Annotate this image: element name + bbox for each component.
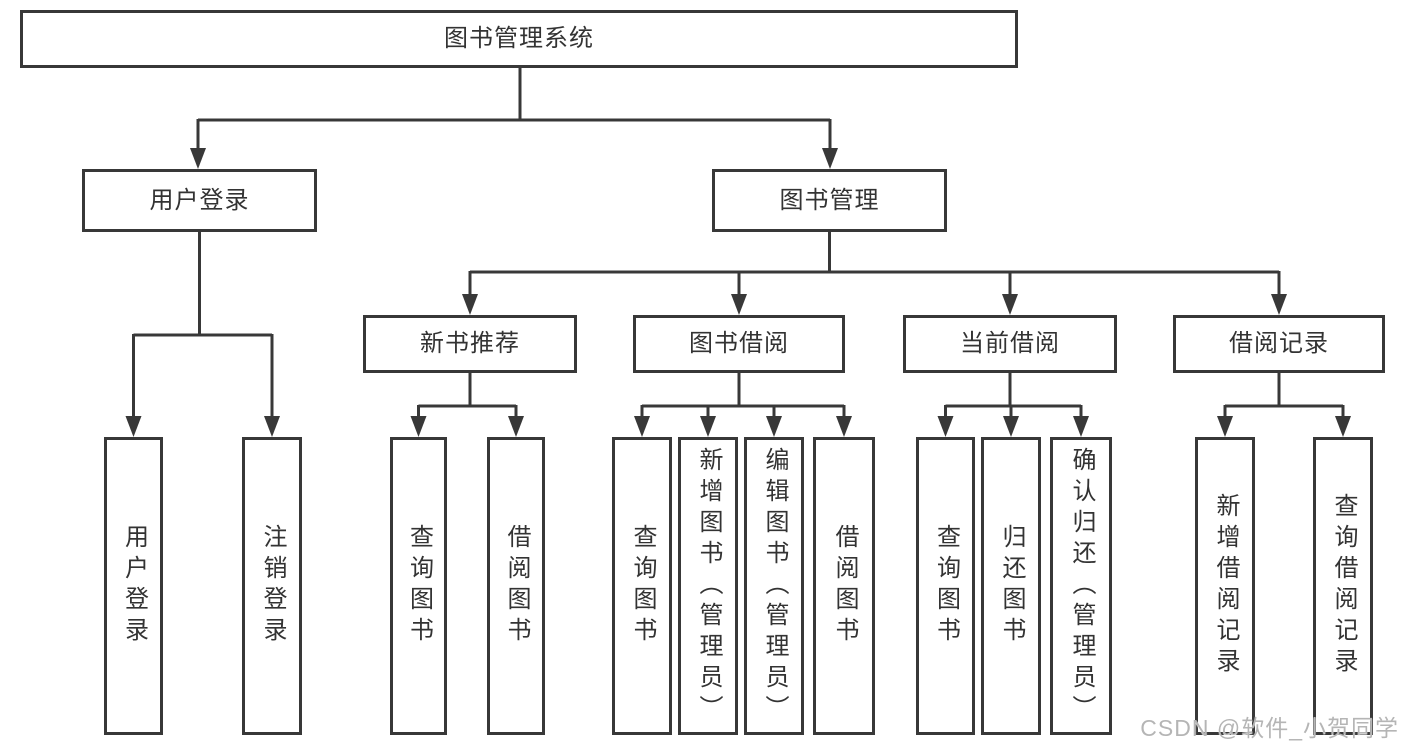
leaf-confirm-return-admin: 确认归还（管理员）: [1050, 437, 1112, 735]
connector-borrow-record-to-leaves: [1223, 373, 1345, 420]
leaf-edit-books-admin: 编辑图书（管理员）: [744, 437, 804, 735]
connector-book-borrow-to-leaves: [640, 373, 846, 420]
leaf-borrow-books-new-rec: 借阅图书: [487, 437, 545, 735]
connector-book-mgmt-to-level3: [468, 232, 1281, 298]
node-user-login: 用户登录: [82, 169, 317, 232]
connector-new-book-to-leaves: [417, 373, 518, 420]
leaf-borrow-books-borrowing: 借阅图书: [813, 437, 875, 735]
leaf-query-books-borrowing: 查询图书: [612, 437, 672, 735]
leaf-query-books-new-rec: 查询图书: [390, 437, 447, 735]
node-book-management: 图书管理: [712, 169, 947, 232]
node-new-book-recommendation: 新书推荐: [363, 315, 577, 373]
leaf-add-books-admin: 新增图书（管理员）: [678, 437, 738, 735]
leaf-add-borrow-record: 新增借阅记录: [1195, 437, 1255, 735]
node-borrowing-records: 借阅记录: [1173, 315, 1385, 373]
leaf-query-borrow-record: 查询借阅记录: [1313, 437, 1373, 735]
node-current-borrowing: 当前借阅: [903, 315, 1117, 373]
node-book-borrowing: 图书借阅: [633, 315, 845, 373]
connector-root-to-level2: [196, 68, 832, 152]
node-library-management-system: 图书管理系统: [20, 10, 1018, 68]
leaf-query-books-current: 查询图书: [916, 437, 975, 735]
leaf-logout-login: 注销登录: [242, 437, 302, 735]
leaf-user-login: 用户登录: [104, 437, 163, 735]
leaf-return-books: 归还图书: [981, 437, 1041, 735]
arrowheads: [125, 148, 1351, 437]
watermark: CSDN @软件_小贺同学: [1140, 715, 1399, 741]
connector-current-borrow-to-leaves: [944, 373, 1083, 420]
connector-user-login-to-leaves: [132, 232, 274, 420]
